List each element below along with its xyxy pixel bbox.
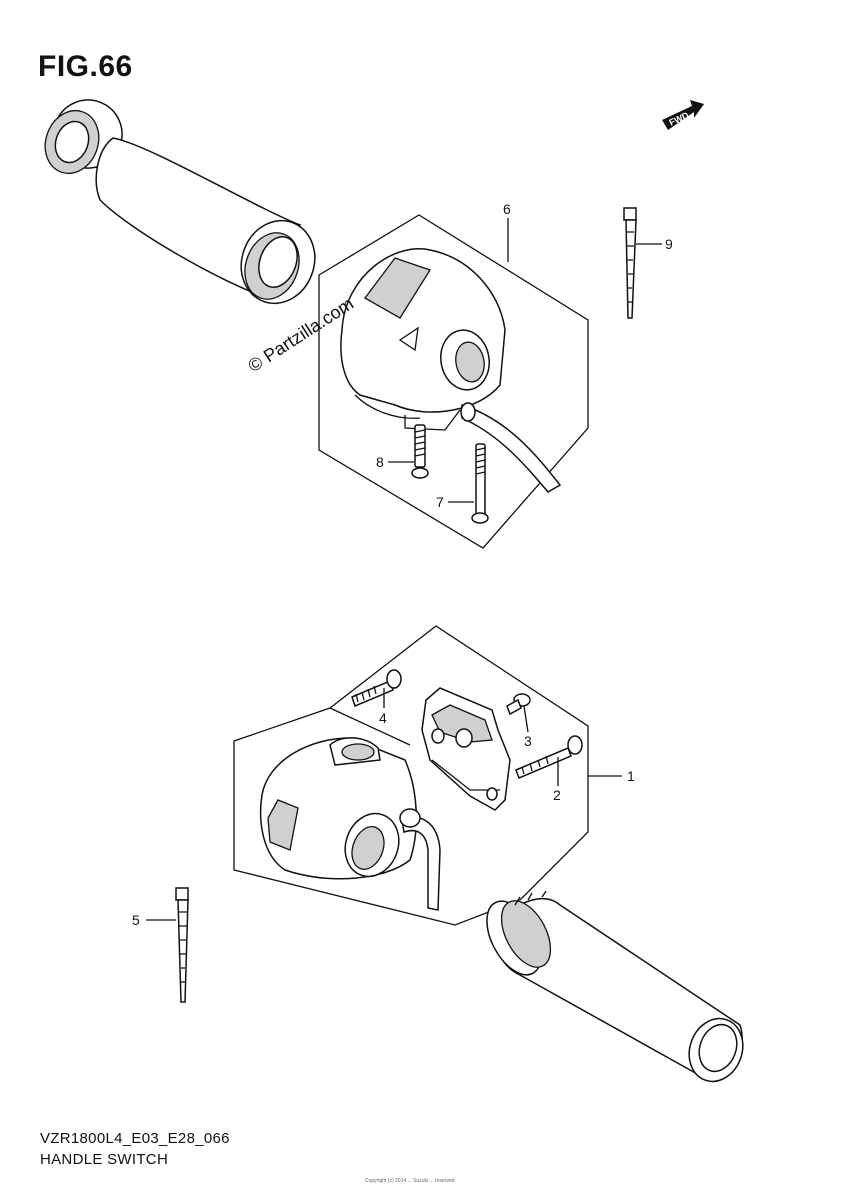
screw-2 (515, 735, 583, 779)
switch-clamp-bracket (421, 687, 511, 811)
screw-4 (351, 669, 402, 708)
leader-3 (523, 705, 529, 733)
diagram-code: VZR1800L4_E03_E28_066 (40, 1130, 230, 1147)
upper-assembly-boundary (318, 214, 589, 549)
callout-3: 3 (524, 733, 532, 749)
fwd-direction-arrow: FWD (662, 100, 704, 130)
right-handle-switch-housing (340, 248, 562, 493)
figure-title: FIG.66 (38, 50, 133, 83)
cable-tie-5 (175, 887, 189, 1003)
copyright-footer: Copyright (c) 2014 ... Suzuki ... reserv… (365, 1178, 455, 1184)
lower-assembly-boundary (233, 625, 589, 926)
callout-5: 5 (132, 912, 140, 928)
callout-7: 7 (436, 494, 444, 510)
right-throttle-grip (486, 890, 744, 1083)
screw-3 (506, 693, 531, 716)
callout-1: 1 (627, 768, 635, 784)
screw-8 (411, 424, 429, 479)
callout-8: 8 (376, 454, 384, 470)
callout-9: 9 (665, 236, 673, 252)
cable-tie-9 (623, 207, 637, 319)
callout-2: 2 (553, 787, 561, 803)
diagram-name: HANDLE SWITCH (40, 1151, 169, 1168)
left-handlebar-grip (95, 137, 316, 305)
callout-6: 6 (503, 201, 511, 217)
left-handle-switch-housing (259, 737, 441, 911)
callout-4: 4 (379, 710, 387, 726)
screw-7 (471, 443, 489, 524)
